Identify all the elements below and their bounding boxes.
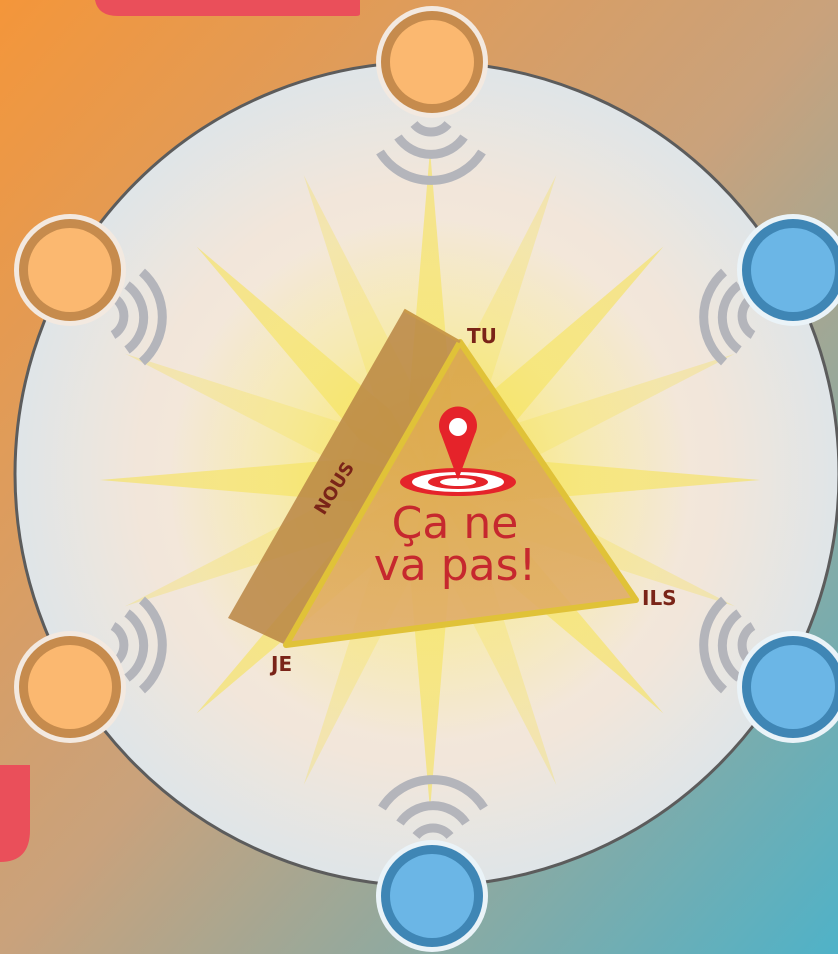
node-upper-left	[14, 214, 126, 326]
node-top	[376, 6, 488, 118]
label-ils: ILS	[642, 586, 677, 610]
top-tag	[95, 0, 360, 16]
node-lower-left	[14, 631, 126, 743]
node-bottom	[376, 840, 488, 952]
center-text-line2: va pas!	[374, 540, 536, 591]
label-je: JE	[269, 652, 292, 676]
left-tag	[0, 765, 30, 862]
label-tu: TU	[467, 324, 497, 348]
